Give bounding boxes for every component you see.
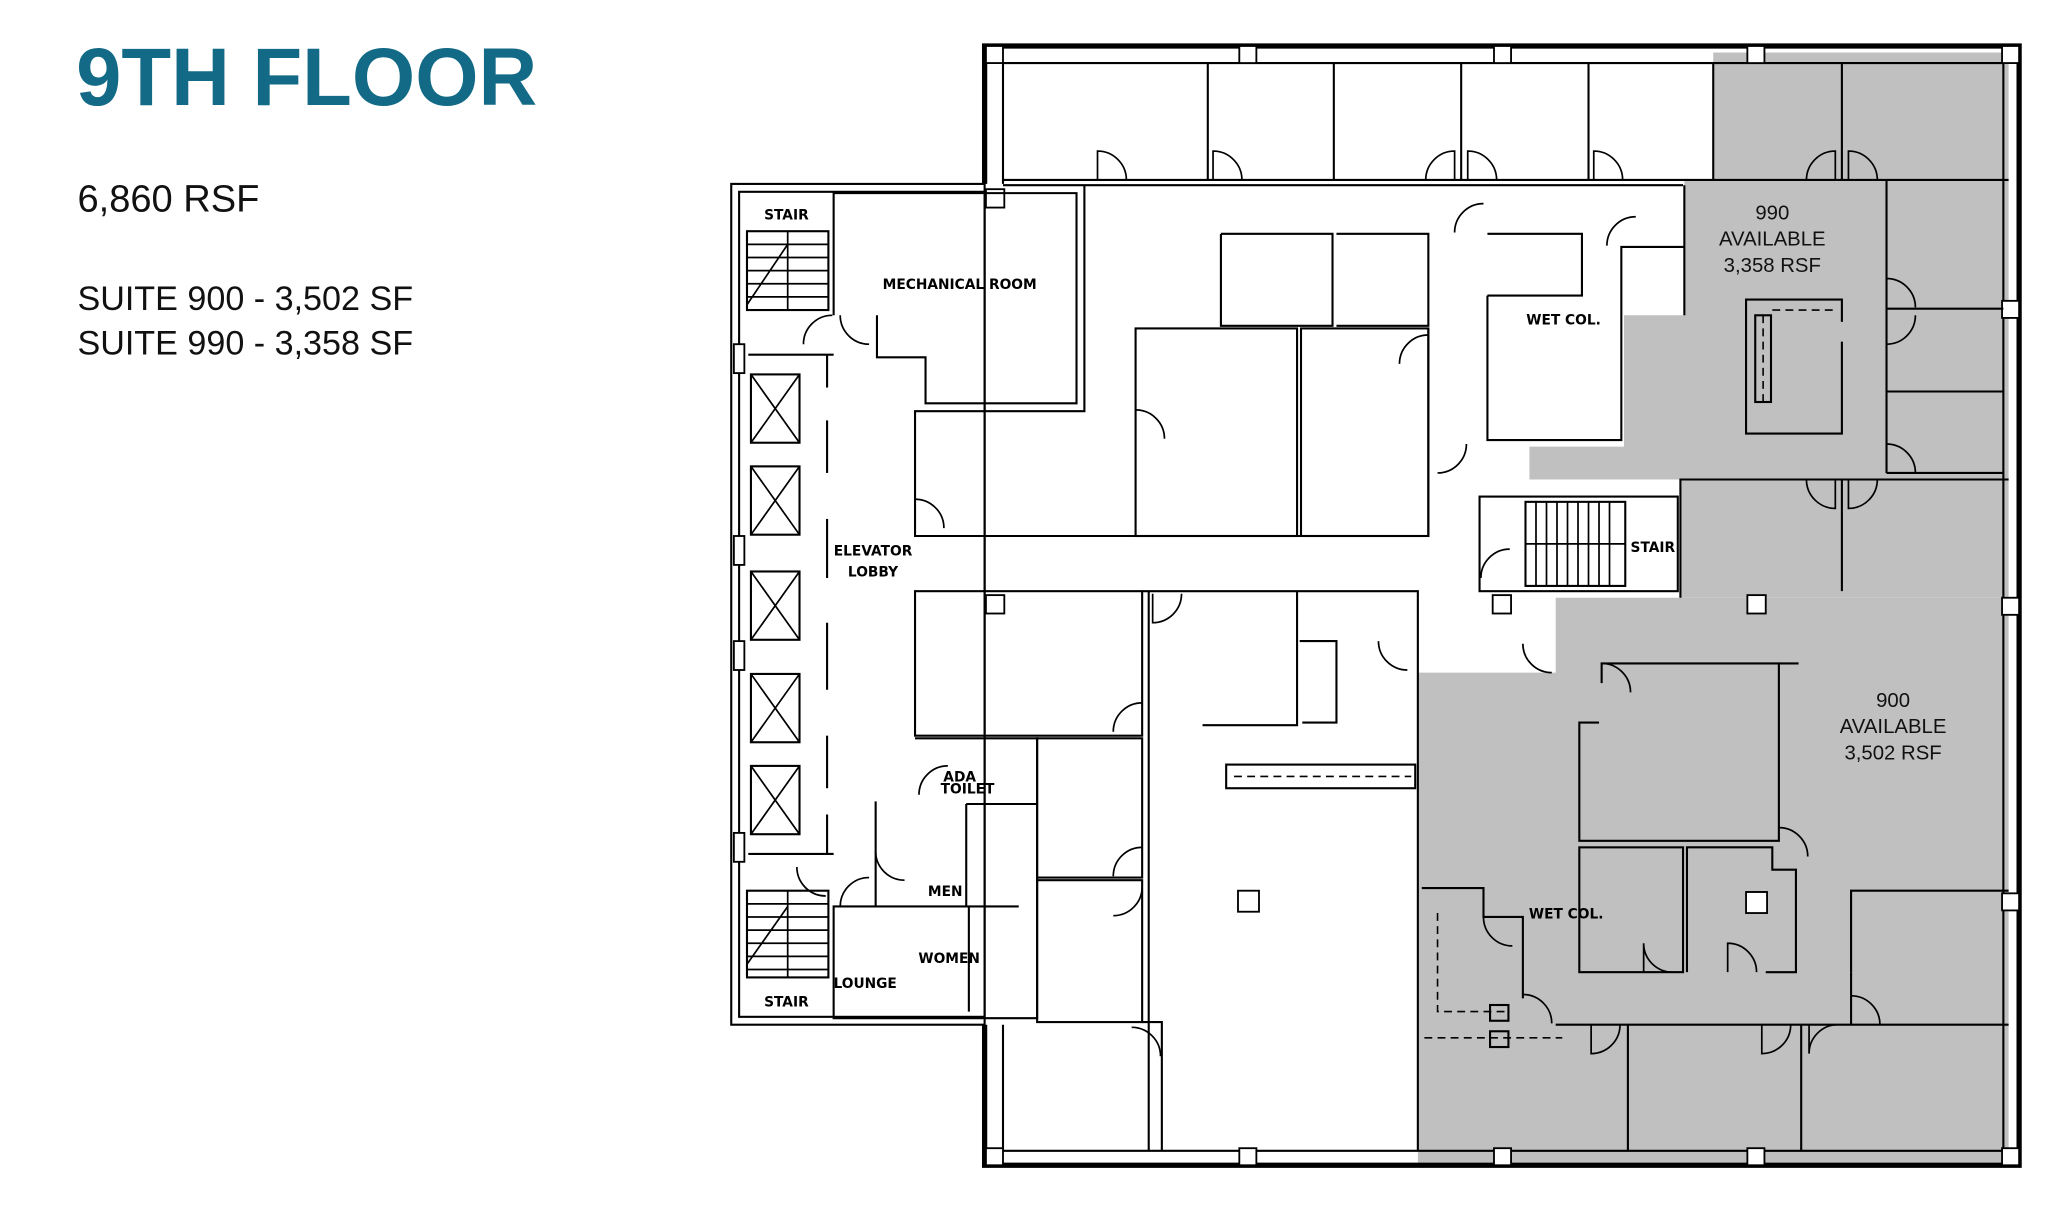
suite-900-summary: SUITE 900 - 3,502 SF (77, 280, 413, 318)
suite-990-label: 990 AVAILABLE 3,358 RSF (1719, 202, 1826, 277)
suite-900-area[interactable] (1417, 597, 2009, 1163)
elevator-cab (749, 764, 801, 836)
stairs (745, 230, 1627, 979)
floor-title: 9TH FLOOR (76, 32, 537, 123)
suite-900-number: 900 (1876, 690, 1910, 712)
suite-900-status: AVAILABLE (1840, 716, 1947, 738)
elevator-cab (749, 373, 801, 444)
elevator-cab (749, 570, 801, 641)
label-stair-right: STAIR (1631, 540, 1676, 556)
label-wet-col-top: WET COL. (1526, 312, 1601, 328)
label-mechanical-room: MECHANICAL ROOM (883, 277, 1037, 293)
elevator-cab (749, 465, 801, 536)
available-areas (1417, 52, 2009, 1163)
elevators (749, 373, 801, 836)
suite-990-area[interactable] (1529, 52, 2009, 598)
interior-walls (748, 63, 2009, 1151)
room-labels: STAIR MECHANICAL ROOM WET COL. ELEVATOR … (764, 207, 1675, 1010)
label-women: WOMEN (918, 951, 979, 967)
suite-900-label: 900 AVAILABLE 3,502 RSF (1840, 690, 1947, 765)
elevator-cab (749, 672, 801, 744)
suite-990-status: AVAILABLE (1719, 229, 1826, 251)
total-area: 6,860 RSF (77, 178, 259, 220)
label-lounge: LOUNGE (833, 976, 896, 992)
label-lobby: LOBBY (848, 565, 899, 581)
label-toilet: TOILET (941, 781, 995, 797)
label-men: MEN (928, 884, 963, 900)
suite-900-area-label: 3,502 RSF (1844, 742, 1941, 764)
suite-990-area-label: 3,358 RSF (1724, 255, 1821, 277)
suite-990-summary: SUITE 990 - 3,358 SF (77, 325, 413, 363)
label-elevator: ELEVATOR (834, 544, 913, 560)
label-ada: ADA (943, 770, 976, 786)
label-stair-bottom: STAIR (764, 994, 809, 1010)
door-swings (796, 150, 1917, 1057)
label-stair-top: STAIR (764, 207, 809, 223)
label-wet-col-bottom: WET COL. (1529, 906, 1604, 922)
suite-990-number: 990 (1755, 202, 1789, 224)
